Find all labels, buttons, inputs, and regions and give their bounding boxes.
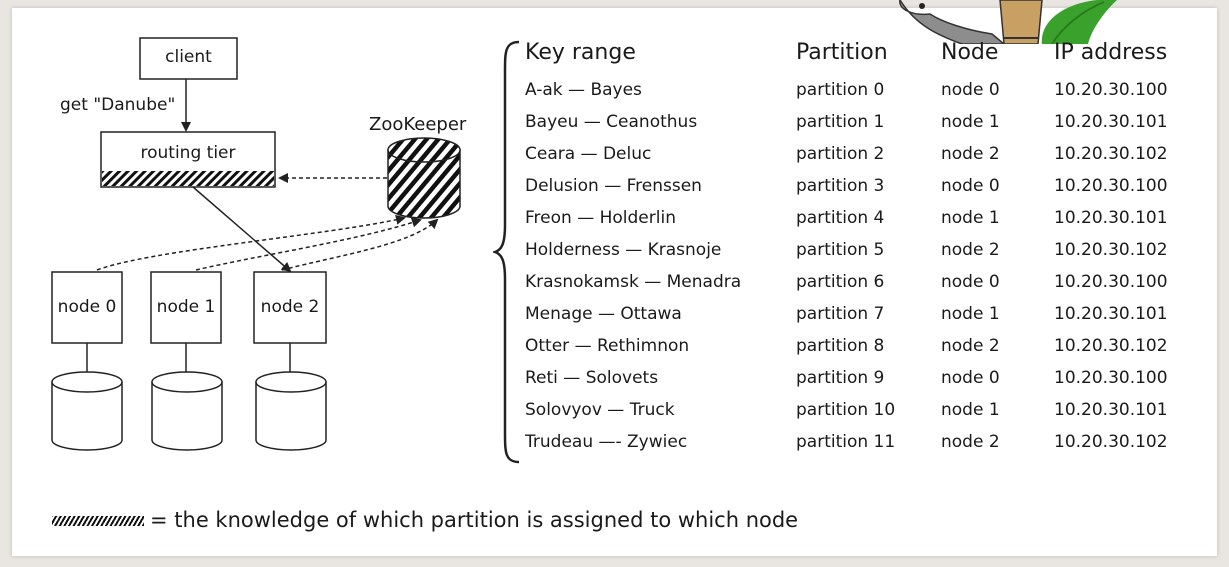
- node-2-to-zookeeper-arrow: [281, 218, 439, 271]
- leaf-icon: [1041, 0, 1117, 44]
- architecture-diagram: [51, 37, 461, 451]
- key-range-cell: Freon — Holderlin: [525, 208, 676, 228]
- partition-cell: partition 2: [796, 144, 885, 164]
- node-2-disk: [255, 371, 327, 451]
- ip-address-cell: 10.20.30.102: [1054, 240, 1168, 260]
- table-brace: [493, 40, 520, 464]
- node-cell: node 2: [941, 336, 1000, 356]
- key-range-cell: Reti — Solovets: [525, 368, 659, 388]
- routing-tier-partition-knowledge: [102, 171, 274, 186]
- ip-address-cell: 10.20.30.101: [1054, 112, 1168, 132]
- creature-arm: [999, 0, 1043, 44]
- zookeeper-cylinder: [387, 137, 461, 219]
- node-0-to-zookeeper-arrow: [96, 214, 406, 271]
- node-cell: node 0: [941, 272, 1000, 292]
- ip-address-cell: 10.20.30.100: [1054, 80, 1168, 100]
- node-1-to-zookeeper-arrow: [195, 217, 422, 271]
- partition-cell: partition 1: [796, 112, 885, 132]
- leaf-vein: [1051, 1, 1105, 44]
- node-cell: node 2: [941, 240, 1000, 260]
- node-0-label: node 0: [57, 297, 117, 317]
- partition-cell: partition 3: [796, 176, 885, 196]
- ip-address-cell: 10.20.30.102: [1054, 144, 1168, 164]
- legend-text: = the knowledge of which partition is as…: [150, 508, 799, 532]
- node-1-disk: [151, 371, 223, 451]
- partition-cell: partition 8: [796, 336, 885, 356]
- ip-address-cell: 10.20.30.102: [1054, 432, 1168, 452]
- node-0-disk: [51, 371, 123, 451]
- key-range-cell: Holderness — Krasnoje: [525, 240, 722, 260]
- key-range-cell: Menage — Ottawa: [525, 304, 682, 324]
- creature-eye: [919, 3, 925, 9]
- node-cell: node 2: [941, 144, 1000, 164]
- partition-cell: partition 10: [796, 400, 896, 420]
- key-range-cell: A-ak — Bayes: [525, 80, 642, 100]
- node-cell: node 0: [941, 368, 1000, 388]
- node-2-label: node 2: [260, 297, 320, 317]
- routing-tier-label: routing tier: [140, 143, 236, 163]
- route-to-node-2-arrow: [192, 186, 292, 273]
- zookeeper-label: ZooKeeper: [369, 114, 467, 135]
- client-box: [139, 37, 238, 80]
- request-label: get "Danube": [60, 95, 176, 115]
- partition-cell: partition 4: [796, 208, 885, 228]
- partition-cell: partition 0: [796, 80, 885, 100]
- creature-body: [899, 0, 1006, 44]
- partition-cell: partition 11: [796, 432, 896, 452]
- ip-address-cell: 10.20.30.100: [1054, 176, 1168, 196]
- node-cell: node 0: [941, 80, 1000, 100]
- hatch-swatch-icon: [52, 516, 144, 526]
- ip-address-cell: 10.20.30.101: [1054, 400, 1168, 420]
- key-range-cell: Delusion — Frenssen: [525, 176, 702, 196]
- node-cell: node 1: [941, 208, 1000, 228]
- header-partition: Partition: [796, 40, 888, 65]
- header-key-range: Key range: [525, 40, 636, 65]
- header-node: Node: [941, 40, 999, 65]
- node-cell: node 1: [941, 400, 1000, 420]
- node-cell: node 1: [941, 304, 1000, 324]
- node-cell: node 2: [941, 432, 1000, 452]
- legend: = the knowledge of which partition is as…: [52, 508, 798, 536]
- key-range-cell: Trudeau —- Zywiec: [525, 432, 688, 452]
- node-cell: node 1: [941, 112, 1000, 132]
- key-range-cell: Krasnokamsk — Menadra: [525, 272, 742, 292]
- key-range-cell: Ceara — Deluc: [525, 144, 652, 164]
- ip-address-cell: 10.20.30.102: [1054, 336, 1168, 356]
- ip-address-cell: 10.20.30.101: [1054, 304, 1168, 324]
- ip-address-cell: 10.20.30.101: [1054, 208, 1168, 228]
- key-range-cell: Solovyov — Truck: [525, 400, 675, 420]
- partition-cell: partition 7: [796, 304, 885, 324]
- ip-address-cell: 10.20.30.100: [1054, 272, 1168, 292]
- mascot-illustration: [899, 0, 1117, 44]
- partition-cell: partition 6: [796, 272, 885, 292]
- header-ip-address: IP address: [1054, 40, 1168, 65]
- key-range-cell: Bayeu — Ceanothus: [525, 112, 698, 132]
- client-label: client: [165, 47, 212, 67]
- key-range-cell: Otter — Rethimnon: [525, 336, 690, 356]
- partition-cell: partition 9: [796, 368, 885, 388]
- partition-cell: partition 5: [796, 240, 885, 260]
- ip-address-cell: 10.20.30.100: [1054, 368, 1168, 388]
- node-cell: node 0: [941, 176, 1000, 196]
- node-1-label: node 1: [156, 297, 216, 317]
